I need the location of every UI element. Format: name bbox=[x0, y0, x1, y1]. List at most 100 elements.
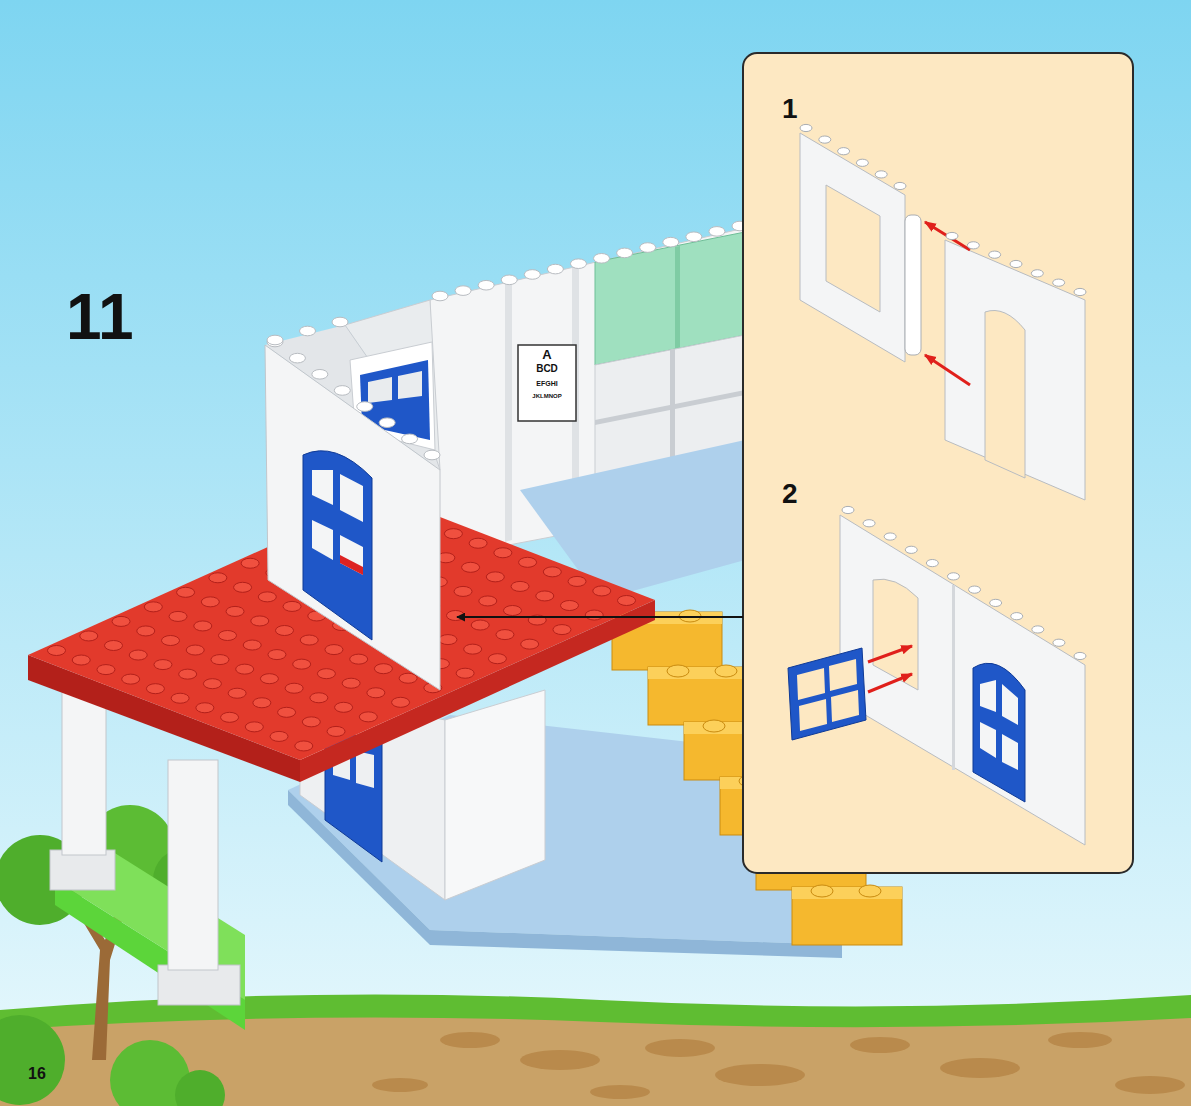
stud bbox=[236, 664, 254, 674]
stud bbox=[392, 697, 410, 707]
red-arrow bbox=[925, 355, 970, 385]
stud bbox=[112, 616, 130, 626]
stud bbox=[703, 720, 725, 732]
stud bbox=[1010, 260, 1022, 267]
stud bbox=[241, 558, 259, 568]
stud bbox=[1031, 270, 1043, 277]
stud bbox=[359, 712, 377, 722]
stair-top bbox=[792, 887, 902, 899]
stud bbox=[462, 562, 480, 572]
spot bbox=[520, 1050, 600, 1070]
stud bbox=[72, 655, 90, 665]
stud bbox=[454, 586, 472, 596]
stud bbox=[432, 291, 448, 301]
pillar-base bbox=[50, 850, 115, 890]
front-wall bbox=[265, 345, 440, 690]
blue-door bbox=[973, 663, 1025, 802]
stud bbox=[1053, 639, 1065, 646]
bush bbox=[0, 1015, 65, 1105]
stud bbox=[842, 506, 854, 513]
stud bbox=[374, 664, 392, 674]
stud bbox=[260, 674, 278, 684]
stud bbox=[585, 610, 603, 620]
stud bbox=[177, 587, 195, 597]
stud bbox=[455, 286, 471, 296]
stud bbox=[334, 386, 350, 396]
stud bbox=[617, 248, 633, 258]
stud bbox=[709, 227, 725, 237]
stud bbox=[488, 654, 506, 664]
stud bbox=[335, 702, 353, 712]
stud bbox=[863, 520, 875, 527]
spot bbox=[715, 1064, 805, 1086]
stud bbox=[894, 182, 906, 189]
stud bbox=[447, 611, 465, 621]
stud-row bbox=[432, 221, 748, 301]
stud bbox=[547, 264, 563, 274]
bush bbox=[175, 1070, 225, 1106]
stud bbox=[568, 576, 586, 586]
stud bbox=[884, 533, 896, 540]
pillar bbox=[168, 760, 218, 970]
stud bbox=[859, 885, 881, 897]
wall-seam bbox=[952, 585, 955, 770]
stud bbox=[947, 573, 959, 580]
stud bbox=[234, 582, 252, 592]
stud bbox=[203, 679, 221, 689]
stud bbox=[201, 597, 219, 607]
stud bbox=[186, 645, 204, 655]
stair-block bbox=[648, 665, 758, 725]
eye-chart bbox=[518, 345, 576, 421]
spot bbox=[590, 1085, 650, 1099]
substep-number: 2 bbox=[782, 480, 798, 508]
stud bbox=[129, 650, 147, 660]
stud bbox=[640, 243, 656, 253]
stud bbox=[278, 707, 296, 717]
ground-spots bbox=[372, 1032, 1185, 1099]
stud bbox=[289, 353, 305, 363]
stud bbox=[219, 631, 237, 641]
blue-window bbox=[788, 648, 866, 740]
stud bbox=[367, 688, 385, 698]
stud bbox=[196, 703, 214, 713]
callout-panel bbox=[743, 53, 1133, 873]
stud bbox=[211, 655, 229, 665]
stud bbox=[251, 616, 269, 626]
stud bbox=[496, 630, 514, 640]
stud bbox=[243, 640, 261, 650]
stud bbox=[267, 335, 283, 345]
stud bbox=[327, 726, 345, 736]
stud bbox=[715, 665, 737, 677]
stud bbox=[456, 668, 474, 678]
stud bbox=[519, 557, 537, 567]
stud bbox=[486, 572, 504, 582]
stud bbox=[1011, 613, 1023, 620]
red-arrow bbox=[868, 674, 912, 692]
stud bbox=[811, 885, 833, 897]
stud bbox=[494, 548, 512, 558]
stud bbox=[350, 654, 368, 664]
stud bbox=[310, 693, 328, 703]
stud bbox=[357, 402, 373, 412]
stud bbox=[875, 171, 887, 178]
stud bbox=[399, 673, 417, 683]
stud bbox=[663, 237, 679, 247]
stud bbox=[332, 317, 348, 327]
stud-row bbox=[946, 232, 1086, 295]
stud bbox=[521, 639, 539, 649]
stud bbox=[570, 259, 586, 269]
stud bbox=[989, 251, 1001, 258]
stud bbox=[258, 592, 276, 602]
stair-top bbox=[648, 667, 758, 679]
spot bbox=[645, 1039, 715, 1057]
stud bbox=[479, 596, 497, 606]
base-plate-edge bbox=[430, 930, 842, 958]
lower-wall bbox=[445, 690, 545, 900]
stud bbox=[300, 326, 316, 336]
stud bbox=[543, 567, 561, 577]
stud bbox=[268, 650, 286, 660]
stud bbox=[276, 626, 294, 636]
